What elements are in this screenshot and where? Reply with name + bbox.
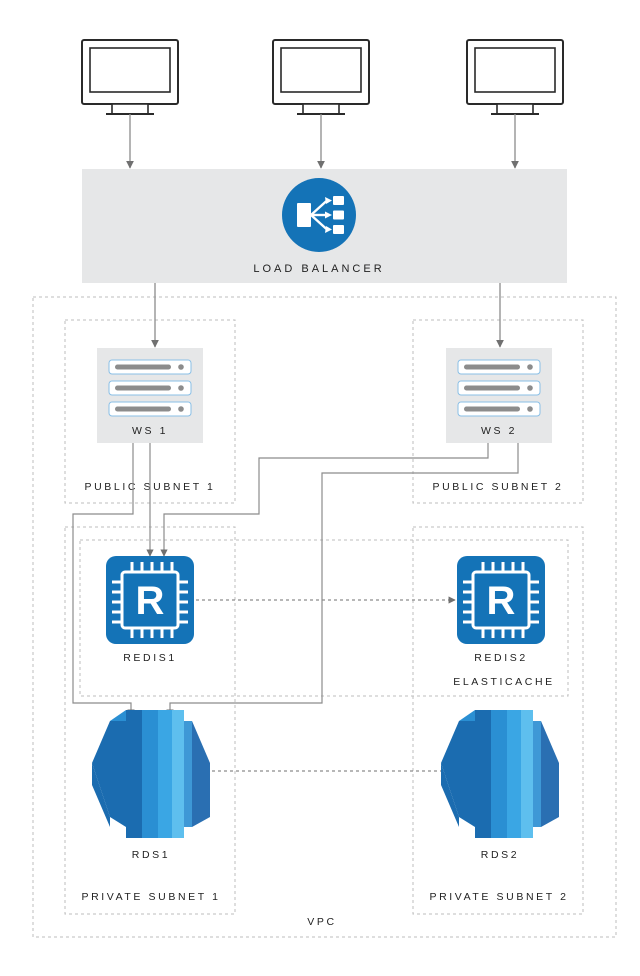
load-balancer-label: LOAD BALANCER <box>253 263 384 275</box>
vpc-container <box>32 296 617 938</box>
monitor-icon-center <box>272 39 370 115</box>
public-subnet-2-box <box>412 319 584 504</box>
elasticache-label: ELASTICACHE <box>453 676 555 688</box>
connector-ws2-to-rds1 <box>166 443 519 717</box>
public-subnet-2-label: PUBLIC SUBNET 2 <box>432 481 563 493</box>
vpc-label: VPC <box>307 916 336 928</box>
rds1-label: RDS1 <box>132 849 170 861</box>
redis-glyph-1: R <box>136 579 165 623</box>
redis1-label: REDIS1 <box>123 652 177 664</box>
elasticache-box <box>79 539 569 697</box>
private-subnet-1-label: PRIVATE SUBNET 1 <box>81 891 220 903</box>
rds2-label: RDS2 <box>481 849 519 861</box>
redis-glyph-2: R <box>487 579 516 623</box>
public-subnet-1-label: PUBLIC SUBNET 1 <box>84 481 215 493</box>
redis2-label: REDIS2 <box>474 652 528 664</box>
ws2-label: WS 2 <box>481 425 517 437</box>
private-subnet-2-box <box>412 526 584 915</box>
rds-database-icon-1 <box>92 710 210 838</box>
rds-database-icon-2 <box>441 710 559 838</box>
monitor-icon-right <box>466 39 564 115</box>
connector-ws1-to-rds1 <box>72 443 135 717</box>
private-subnet-2-label: PRIVATE SUBNET 2 <box>429 891 568 903</box>
load-balancer-icon <box>282 178 356 252</box>
ws1-label: WS 1 <box>132 425 168 437</box>
monitor-icon-left <box>81 39 179 115</box>
connector-ws2-to-redis1 <box>160 443 489 557</box>
